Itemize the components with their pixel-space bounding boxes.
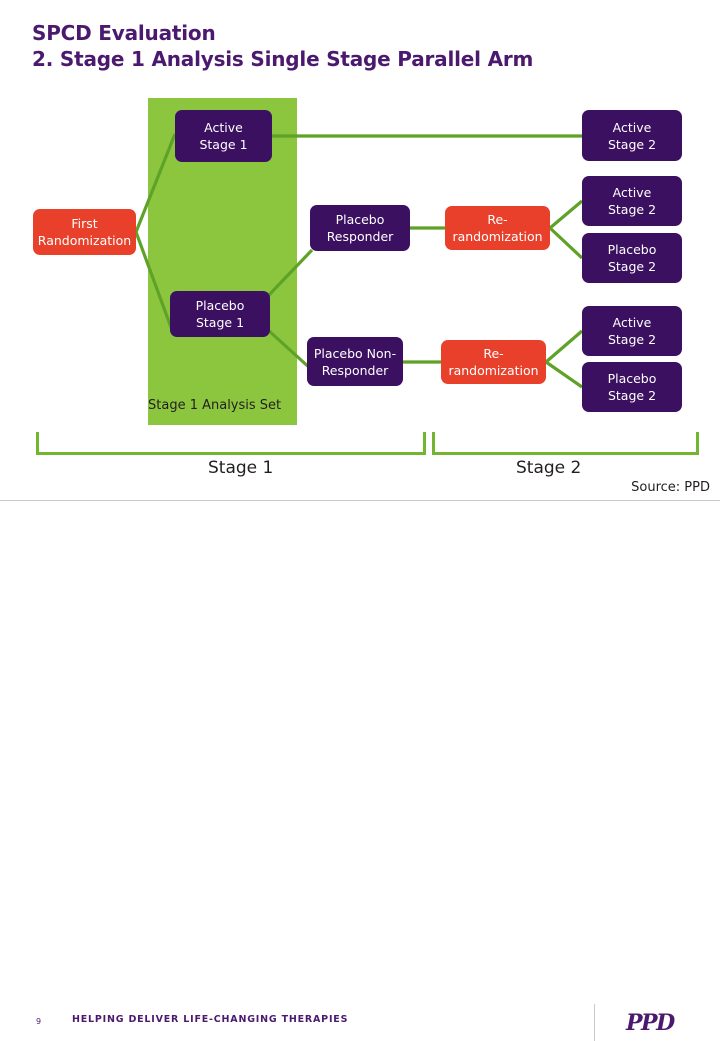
- node-placebo-stage-1[interactable]: Placebo Stage 1: [170, 291, 270, 337]
- line-reranda-to-active2: [548, 199, 584, 230]
- node-label-line-1: First: [71, 216, 98, 231]
- node-active-stage-2-b[interactable]: Active Stage 2: [582, 176, 682, 226]
- flow-connectors: [134, 133, 584, 389]
- node-placebo-stage-2-b[interactable]: Placebo Stage 2: [582, 362, 682, 412]
- stage-1-caption: Stage 1: [208, 458, 274, 478]
- footer-vertical-divider: [594, 1004, 595, 1041]
- node-label-line-1: Active: [612, 119, 652, 135]
- node-label-line-2: Stage 2: [607, 136, 657, 152]
- node-label-line-1: Re-: [487, 212, 508, 227]
- node-label-line-2: Stage 2: [607, 332, 657, 347]
- line-rand-to-placebo1: [134, 231, 174, 331]
- node-placebo-responder[interactable]: Placebo Responder: [310, 205, 410, 251]
- line-placebo1-to-responder: [266, 248, 314, 298]
- page-title: SPCD Evaluation 2. Stage 1 Analysis Sing…: [32, 20, 692, 72]
- node-label-line-2: Stage 2: [607, 259, 657, 274]
- node-rerandomization-top[interactable]: Re- randomization: [445, 206, 550, 250]
- node-label-line-2: Stage 1: [199, 137, 248, 152]
- footer-tagline: HELPING DELIVER LIFE-CHANGING THERAPIES: [72, 1014, 349, 1025]
- node-active-stage-1[interactable]: Active Stage 1: [175, 110, 272, 162]
- node-active-stage-2-c[interactable]: Active Stage 2: [582, 306, 682, 356]
- node-label-line-1: Placebo: [607, 371, 657, 386]
- title-line-secondary: 2. Stage 1 Analysis Single Stage Paralle…: [32, 47, 534, 71]
- line-rerandb-to-placebo2: [545, 360, 583, 389]
- node-label-line-2: randomization: [448, 363, 539, 378]
- title-line-primary: SPCD Evaluation: [32, 21, 216, 45]
- footer-page-number: 9: [36, 1017, 42, 1026]
- node-label-line-1: Active: [612, 185, 652, 200]
- line-placebo1-to-nonresponder: [266, 328, 314, 372]
- node-label-line-2: randomization: [452, 229, 543, 244]
- node-label-line-1: Placebo: [335, 212, 385, 227]
- node-label-line-1: Active: [612, 315, 652, 330]
- node-label-line-1: Placebo Non-: [313, 345, 397, 361]
- node-label-line-2: Responder: [321, 362, 389, 378]
- footer-bar: 9 HELPING DELIVER LIFE-CHANGING THERAPIE…: [0, 501, 720, 1041]
- footer-divider-rule: [0, 500, 720, 501]
- node-label-line-2: Responder: [326, 229, 394, 244]
- node-active-stage-2-a[interactable]: Active Stage 2: [582, 110, 682, 161]
- line-reranda-to-placebo2: [548, 226, 584, 260]
- node-label-line-1: Re-: [483, 346, 504, 361]
- analysis-set-label: Stage 1 Analysis Set: [148, 398, 282, 413]
- node-placebo-stage-2-a[interactable]: Placebo Stage 2: [582, 233, 682, 283]
- stage-2-caption: Stage 2: [516, 458, 582, 478]
- node-label-line-2: Stage 2: [607, 388, 657, 403]
- node-label-line-2: Stage 2: [607, 202, 657, 217]
- slide-canvas: SPCD Evaluation 2. Stage 1 Analysis Sing…: [0, 20, 720, 1041]
- stage-1-bracket: [36, 432, 426, 455]
- node-label-line-1: Placebo: [195, 298, 245, 313]
- line-rand-to-active1: [134, 133, 177, 233]
- node-label-line-1: Placebo: [607, 242, 657, 257]
- node-label-line-2: Randomization: [37, 233, 132, 248]
- node-rerandomization-bottom[interactable]: Re- randomization: [441, 340, 546, 384]
- source-note: Source: PPD: [631, 480, 710, 495]
- line-rerandb-to-active2: [544, 329, 584, 364]
- node-placebo-non-responder[interactable]: Placebo Non- Responder: [307, 337, 403, 386]
- node-label-line-2: Stage 1: [195, 315, 245, 330]
- node-label-line-1: Active: [204, 120, 243, 135]
- stage-2-bracket: [432, 432, 699, 455]
- node-first-randomization[interactable]: First Randomization: [33, 209, 136, 255]
- ppd-logo: PPD: [626, 1010, 675, 1036]
